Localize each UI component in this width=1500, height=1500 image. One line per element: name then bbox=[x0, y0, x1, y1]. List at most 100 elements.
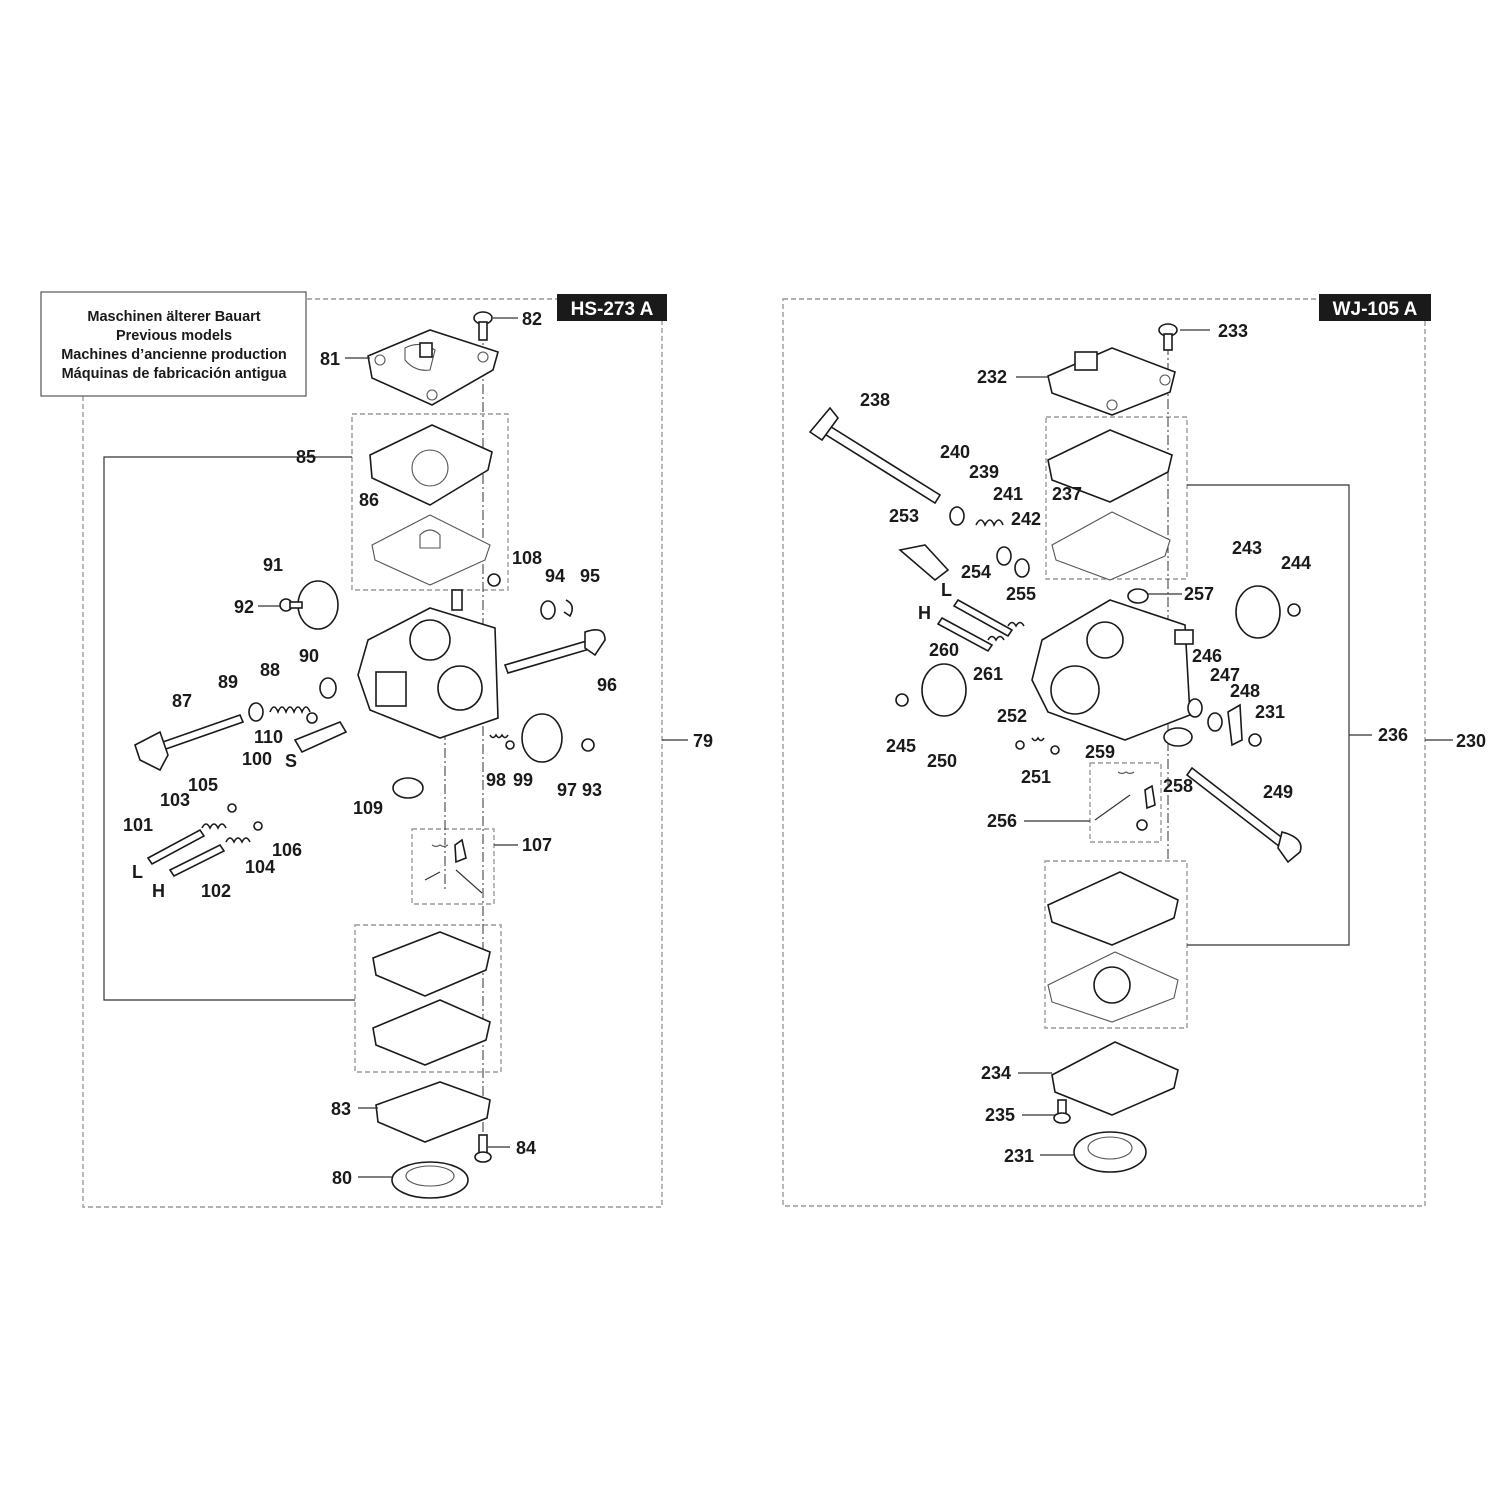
part-98-spring bbox=[489, 733, 509, 739]
older-models-note: Maschinen älterer Bauart Previous models… bbox=[40, 291, 307, 397]
part-gasket-upper bbox=[369, 424, 493, 506]
part-93-screw bbox=[581, 738, 595, 752]
part-241-seal bbox=[996, 546, 1012, 566]
part-253-cap bbox=[898, 544, 950, 582]
part-gasket-lower bbox=[372, 931, 491, 997]
label-85: 85 bbox=[296, 447, 316, 467]
part-metering-diaphragm-left bbox=[372, 999, 491, 1066]
label-248: 248 bbox=[1230, 681, 1260, 701]
part-256-inlet-needle-kit bbox=[1094, 771, 1156, 831]
panel-right: WJ-105 A bbox=[782, 294, 1486, 1207]
label-252: 252 bbox=[997, 706, 1027, 726]
part-87-choke-shaft bbox=[134, 713, 245, 772]
label-261: 261 bbox=[973, 664, 1003, 684]
part-110-ball bbox=[306, 712, 318, 724]
label-250: 250 bbox=[927, 751, 957, 771]
label-100: 100 bbox=[242, 749, 272, 769]
part-104-spring bbox=[225, 837, 251, 844]
label-S: S bbox=[285, 751, 297, 771]
label-96: 96 bbox=[597, 675, 617, 695]
part-246-seal bbox=[1187, 698, 1203, 718]
panel-right-tag-text: WJ-105 A bbox=[1333, 299, 1418, 320]
note-line-fr: Machines d’ancienne production bbox=[61, 347, 287, 363]
label-230: 230 bbox=[1456, 731, 1486, 751]
panel-right-frame bbox=[782, 298, 1426, 1207]
kit-85-bracket bbox=[103, 456, 355, 1001]
part-82-screw bbox=[473, 311, 493, 341]
label-107: 107 bbox=[522, 835, 552, 855]
label-101: 101 bbox=[123, 815, 153, 835]
label-82: 82 bbox=[522, 309, 542, 329]
kit-107-box bbox=[411, 828, 495, 905]
part-251-spring bbox=[1031, 736, 1045, 742]
label-90: 90 bbox=[299, 646, 319, 666]
part-255-spring bbox=[1007, 621, 1025, 628]
leaders-left bbox=[258, 317, 688, 1178]
part-carburetor-body-right bbox=[1031, 599, 1194, 741]
part-235-screw bbox=[1053, 1099, 1071, 1124]
part-259-ball bbox=[1050, 745, 1060, 755]
part-91-disc bbox=[297, 580, 339, 630]
part-102-needle-h bbox=[168, 843, 226, 878]
label-255: 255 bbox=[1006, 584, 1036, 604]
label-239: 239 bbox=[969, 462, 999, 482]
label-98: 98 bbox=[486, 770, 506, 790]
label-81: 81 bbox=[320, 349, 340, 369]
part-108-filter bbox=[487, 573, 501, 587]
label-231-ring: 231 bbox=[1004, 1146, 1034, 1166]
label-251: 251 bbox=[1021, 767, 1051, 787]
part-252-ball bbox=[1015, 740, 1025, 750]
part-92-screw bbox=[279, 598, 303, 612]
label-88: 88 bbox=[260, 660, 280, 680]
part-231-filter-ring bbox=[1073, 1131, 1147, 1173]
label-246: 246 bbox=[1192, 646, 1222, 666]
label-231-screw: 231 bbox=[1255, 702, 1285, 722]
label-260: 260 bbox=[929, 640, 959, 660]
part-97-disc bbox=[521, 713, 563, 763]
label-241: 241 bbox=[993, 484, 1023, 504]
part-carburetor-body-left bbox=[357, 589, 499, 739]
label-247: 247 bbox=[1210, 665, 1240, 685]
label-108: 108 bbox=[512, 548, 542, 568]
part-103-spring bbox=[201, 823, 227, 830]
label-102: 102 bbox=[201, 881, 231, 901]
kit-85-box-bottom bbox=[354, 924, 502, 1073]
part-88-spring bbox=[269, 706, 311, 715]
part-249-throttle-shaft bbox=[1185, 766, 1302, 864]
part-240-washer bbox=[949, 506, 965, 526]
label-H-left: H bbox=[152, 881, 165, 901]
label-256: 256 bbox=[987, 811, 1017, 831]
label-257: 257 bbox=[1184, 584, 1214, 604]
label-238: 238 bbox=[860, 390, 890, 410]
label-245: 245 bbox=[886, 736, 916, 756]
part-237-diaphragm bbox=[1051, 511, 1171, 581]
label-L-left: L bbox=[132, 862, 143, 882]
part-gasket-right-upper bbox=[1047, 429, 1173, 503]
part-232-pump-cover bbox=[1047, 347, 1176, 416]
label-235: 235 bbox=[985, 1105, 1015, 1125]
part-239-spring bbox=[975, 519, 1004, 527]
part-90-seal bbox=[319, 677, 337, 699]
label-110: 110 bbox=[254, 727, 283, 747]
label-249: 249 bbox=[1263, 782, 1293, 802]
label-244: 244 bbox=[1281, 553, 1311, 573]
label-L-right: L bbox=[941, 580, 952, 600]
label-259: 259 bbox=[1085, 742, 1115, 762]
part-107-inlet-needle-kit bbox=[424, 838, 483, 894]
label-86: 86 bbox=[359, 490, 379, 510]
part-247-washer bbox=[1207, 712, 1223, 732]
part-96-throttle-shaft bbox=[503, 629, 606, 674]
label-105: 105 bbox=[188, 775, 218, 795]
label-234: 234 bbox=[981, 1063, 1011, 1083]
part-242-seal bbox=[1014, 558, 1030, 578]
part-89-washer bbox=[248, 702, 264, 722]
label-93: 93 bbox=[582, 780, 602, 800]
part-99-ball bbox=[505, 740, 515, 750]
part-245-screw bbox=[895, 693, 909, 707]
leaders-right bbox=[1016, 329, 1453, 1156]
label-104: 104 bbox=[245, 857, 275, 877]
part-261-spring bbox=[987, 635, 1005, 642]
part-metering-diaphragm-right bbox=[1047, 951, 1179, 1023]
label-237: 237 bbox=[1052, 484, 1082, 504]
